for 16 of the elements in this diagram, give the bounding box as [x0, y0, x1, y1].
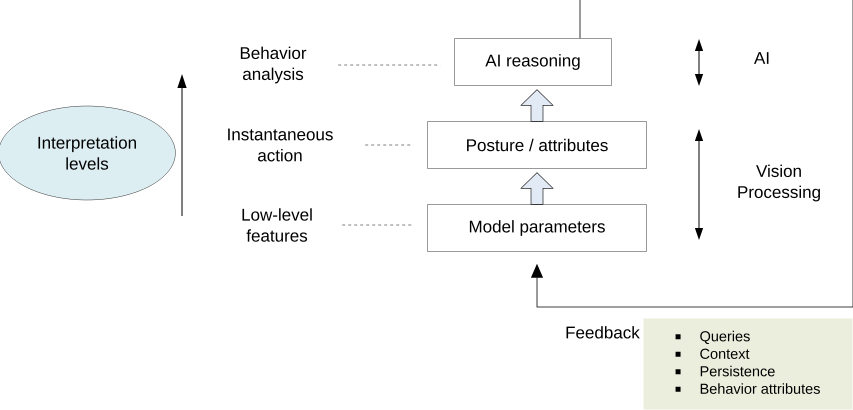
leader-line — [338, 64, 441, 66]
process-box: Model parameters — [427, 204, 647, 252]
feedback-list-box: Queries Context Persistence Behavior attributes — [644, 318, 852, 410]
block-arrow — [520, 89, 554, 122]
process-box: AI reasoning — [454, 38, 612, 86]
process-box: Posture / attributes — [427, 121, 647, 169]
feedback-arrow — [530, 0, 853, 308]
layer-label: Vision Processing — [738, 164, 820, 202]
level-label: Instantaneous action — [228, 128, 333, 162]
level-label: Behavior analysis — [240, 46, 306, 84]
feedback-label: Feedback — [566, 326, 640, 339]
leader-line — [342, 224, 414, 226]
leader-line — [364, 144, 414, 146]
level-label: Low-level features — [242, 208, 312, 242]
block-arrow — [520, 172, 554, 205]
layer-label: AI — [754, 52, 768, 64]
